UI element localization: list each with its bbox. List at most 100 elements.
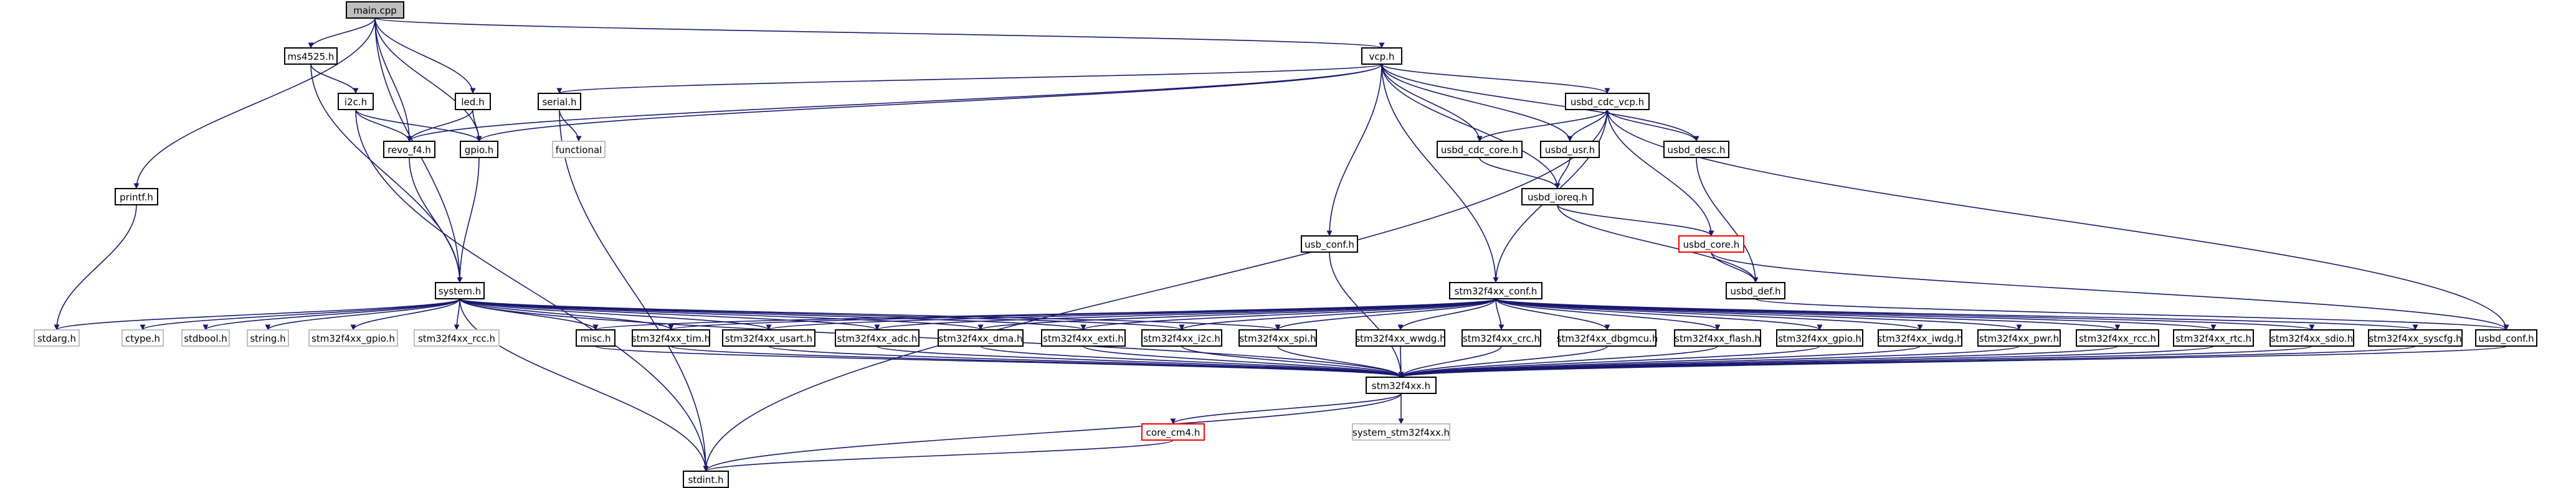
- node-box[interactable]: [1238, 329, 1317, 347]
- node-stm32f4xx_spi_h[interactable]: stm32f4xx_spi.h: [1238, 329, 1317, 347]
- node-box[interactable]: [1437, 141, 1523, 158]
- node-box[interactable]: [1449, 282, 1542, 299]
- node-box[interactable]: [2076, 329, 2159, 347]
- node-usbd_conf_h[interactable]: usbd_conf.h: [2475, 329, 2537, 347]
- node-box[interactable]: [115, 188, 158, 205]
- node-box[interactable]: [1663, 141, 1729, 158]
- node-stm32f4xx_adc_h[interactable]: stm32f4xx_adc.h: [835, 329, 920, 347]
- node-usbd_cdc_core_h[interactable]: usbd_cdc_core.h: [1437, 141, 1523, 158]
- node-stm32f4xx_gpio_h[interactable]: stm32f4xx_gpio.h: [1776, 329, 1863, 347]
- node-box[interactable]: [346, 1, 404, 19]
- node-box[interactable]: [1352, 423, 1450, 441]
- node-system_h[interactable]: system.h: [435, 282, 485, 299]
- node-core_cm4_h[interactable]: core_cm4.h: [1141, 423, 1205, 441]
- node-stm32f4xx_flash_h[interactable]: stm32f4xx_flash.h: [1674, 329, 1761, 347]
- node-stm32f4xx_usart_h[interactable]: stm32f4xx_usart.h: [722, 329, 815, 347]
- node-box[interactable]: [1674, 329, 1761, 347]
- node-box[interactable]: [1141, 329, 1222, 347]
- node-stm32f4xx_rcc_h_s[interactable]: stm32f4xx_rcc.h: [414, 329, 500, 347]
- node-box[interactable]: [2269, 329, 2354, 347]
- node-stm32f4xx_rtc_h[interactable]: stm32f4xx_rtc.h: [2173, 329, 2254, 347]
- node-system_stm32f4xx_h[interactable]: system_stm32f4xx.h: [1352, 423, 1450, 441]
- node-box[interactable]: [460, 141, 498, 158]
- node-revo_f4_h[interactable]: revo_f4.h: [383, 141, 435, 158]
- node-box[interactable]: [121, 329, 164, 347]
- node-box[interactable]: [1558, 329, 1656, 347]
- node-box[interactable]: [181, 329, 230, 347]
- node-stm32f4xx_syscfg_h[interactable]: stm32f4xx_syscfg.h: [2368, 329, 2463, 347]
- node-box[interactable]: [435, 282, 485, 299]
- node-box[interactable]: [683, 471, 729, 488]
- node-gpio_h[interactable]: gpio.h: [460, 141, 498, 158]
- node-usbd_ioreq_h[interactable]: usbd_ioreq.h: [1521, 188, 1594, 205]
- node-stm32f4xx_sdio_h[interactable]: stm32f4xx_sdio.h: [2269, 329, 2354, 347]
- node-stm32f4xx_conf_h[interactable]: stm32f4xx_conf.h: [1449, 282, 1542, 299]
- node-functional[interactable]: functional: [552, 141, 606, 158]
- node-box[interactable]: [1366, 377, 1437, 394]
- node-box[interactable]: [1301, 235, 1358, 253]
- node-stm32f4xx_dma_h[interactable]: stm32f4xx_dma.h: [938, 329, 1024, 347]
- node-box[interactable]: [576, 329, 615, 347]
- node-box[interactable]: [383, 141, 435, 158]
- node-box[interactable]: [1726, 282, 1785, 299]
- node-box[interactable]: [2173, 329, 2254, 347]
- node-string_h[interactable]: string.h: [247, 329, 289, 347]
- node-i2c_h[interactable]: i2c.h: [338, 93, 374, 110]
- node-box[interactable]: [455, 93, 491, 110]
- node-ctype_h[interactable]: ctype.h: [121, 329, 164, 347]
- node-box[interactable]: [1540, 141, 1600, 158]
- node-box[interactable]: [1878, 329, 1962, 347]
- node-box[interactable]: [414, 329, 500, 347]
- node-stm32f4xx_i2c_h[interactable]: stm32f4xx_i2c.h: [1141, 329, 1222, 347]
- node-led_h[interactable]: led.h: [455, 93, 491, 110]
- node-usbd_cdc_vcp_h[interactable]: usbd_cdc_vcp.h: [1565, 93, 1650, 110]
- node-stdarg_h[interactable]: stdarg.h: [34, 329, 80, 347]
- node-box[interactable]: [722, 329, 815, 347]
- node-box[interactable]: [938, 329, 1024, 347]
- node-stm32f4xx_wwdg_h[interactable]: stm32f4xx_wwdg.h: [1355, 329, 1446, 347]
- node-box[interactable]: [1461, 329, 1541, 347]
- node-box[interactable]: [284, 47, 338, 65]
- node-box[interactable]: [1776, 329, 1863, 347]
- node-misc_h[interactable]: misc.h: [576, 329, 615, 347]
- node-box[interactable]: [1678, 235, 1744, 253]
- node-box[interactable]: [308, 329, 398, 347]
- node-box[interactable]: [1977, 329, 2061, 347]
- node-serial_h[interactable]: serial.h: [538, 93, 581, 110]
- node-vcp_h[interactable]: vcp.h: [1361, 47, 1402, 65]
- node-stm32f4xx_tim_h[interactable]: stm32f4xx_tim.h: [632, 329, 710, 347]
- node-box[interactable]: [34, 329, 80, 347]
- node-box[interactable]: [2368, 329, 2463, 347]
- node-box[interactable]: [632, 329, 710, 347]
- node-stm32f4xx_h[interactable]: stm32f4xx.h: [1366, 377, 1437, 394]
- node-stm32f4xx_exti_h[interactable]: stm32f4xx_exti.h: [1041, 329, 1126, 347]
- node-box[interactable]: [2475, 329, 2537, 347]
- node-main_cpp[interactable]: main.cpp: [346, 1, 404, 19]
- node-box[interactable]: [338, 93, 374, 110]
- node-box[interactable]: [538, 93, 581, 110]
- node-stm32f4xx_iwdg_h[interactable]: stm32f4xx_iwdg.h: [1877, 329, 1963, 347]
- node-stm32f4xx_crc_h[interactable]: stm32f4xx_crc.h: [1461, 329, 1541, 347]
- node-ms4525_h[interactable]: ms4525.h: [284, 47, 338, 65]
- node-box[interactable]: [1141, 423, 1205, 441]
- node-usb_conf_h[interactable]: usb_conf.h: [1301, 235, 1358, 253]
- node-box[interactable]: [247, 329, 289, 347]
- node-box[interactable]: [1041, 329, 1126, 347]
- node-stm32f4xx_dbgmcu_h[interactable]: stm32f4xx_dbgmcu.h: [1557, 329, 1658, 347]
- node-usbd_def_h[interactable]: usbd_def.h: [1726, 282, 1785, 299]
- node-stm32f4xx_rcc_h[interactable]: stm32f4xx_rcc.h: [2076, 329, 2159, 347]
- node-stm32f4xx_gpio_h_s[interactable]: stm32f4xx_gpio.h: [308, 329, 398, 347]
- node-box[interactable]: [1565, 93, 1650, 110]
- node-printf_h[interactable]: printf.h: [115, 188, 158, 205]
- node-box[interactable]: [1521, 188, 1594, 205]
- node-box[interactable]: [1356, 329, 1445, 347]
- node-stdint_h[interactable]: stdint.h: [683, 471, 729, 488]
- node-usbd_usr_h[interactable]: usbd_usr.h: [1540, 141, 1600, 158]
- node-stdbool_h[interactable]: stdbool.h: [181, 329, 230, 347]
- node-stm32f4xx_pwr_h[interactable]: stm32f4xx_pwr.h: [1977, 329, 2061, 347]
- node-box[interactable]: [835, 329, 920, 347]
- node-box[interactable]: [552, 141, 606, 158]
- node-usbd_core_h[interactable]: usbd_core.h: [1678, 235, 1744, 253]
- node-usbd_desc_h[interactable]: usbd_desc.h: [1663, 141, 1729, 158]
- node-box[interactable]: [1361, 47, 1402, 65]
